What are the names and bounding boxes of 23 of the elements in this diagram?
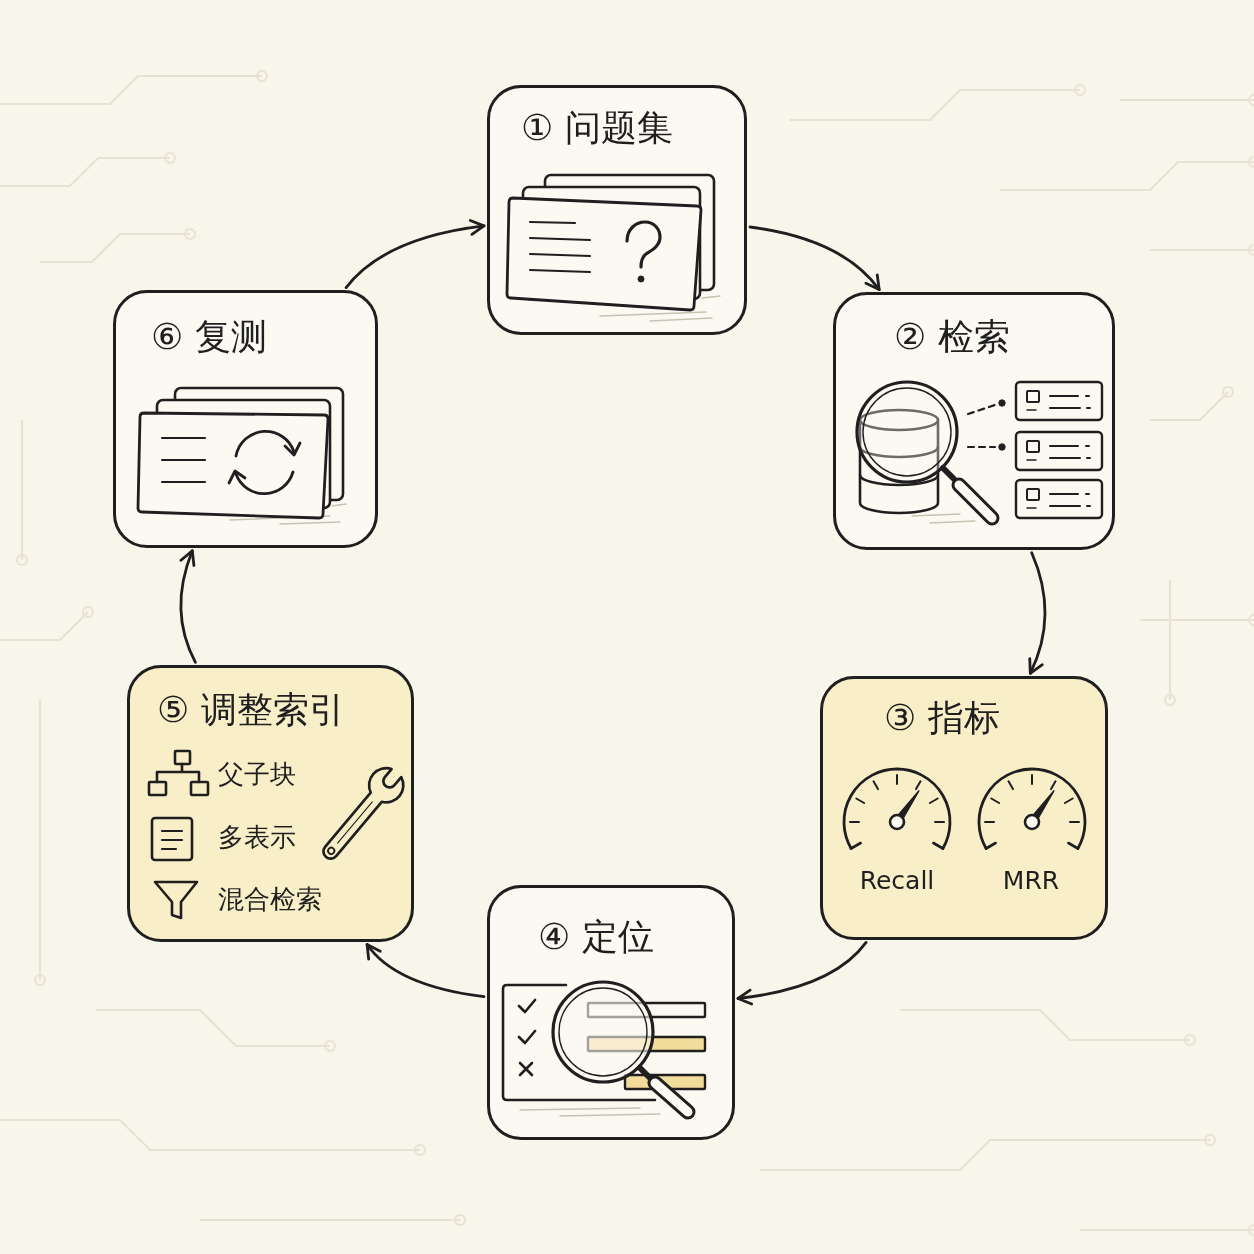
- gauge-label: MRR: [1002, 866, 1060, 896]
- step-box: [113, 290, 378, 548]
- arrow: [736, 941, 868, 1006]
- step-box: [833, 292, 1115, 550]
- arrow: [1027, 551, 1047, 675]
- step-title: ⑤ 调整索引: [157, 688, 345, 732]
- arrow: [748, 225, 881, 291]
- arrow: [344, 219, 486, 289]
- step-box: [127, 665, 414, 942]
- option-label: 混合检索: [218, 884, 322, 916]
- step-box: [487, 85, 747, 335]
- option-label: 多表示: [218, 822, 296, 854]
- step-title: ⑥ 复测: [151, 315, 267, 359]
- step-title: ② 检索: [894, 315, 1010, 359]
- step-box: [487, 885, 735, 1140]
- step-box: [820, 676, 1108, 940]
- step-title: ④ 定位: [538, 915, 654, 959]
- arrow: [179, 549, 197, 664]
- step-title: ③ 指标: [884, 696, 1000, 740]
- step-title: ① 问题集: [521, 106, 673, 150]
- gauge-label: Recall: [859, 866, 935, 896]
- arrow: [365, 943, 486, 999]
- option-label: 父子块: [218, 759, 296, 791]
